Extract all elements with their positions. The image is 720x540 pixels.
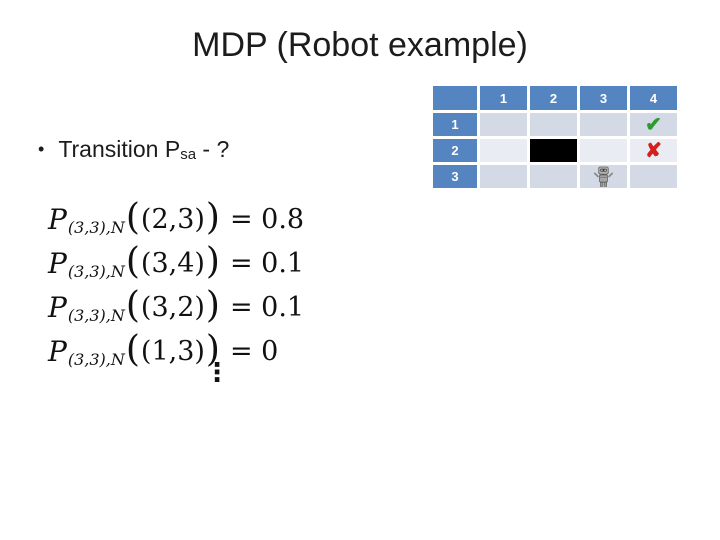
transition-formulas: P(3,3),N((2,3))= 0.8 P(3,3),N((3,4))= 0.… <box>48 197 304 373</box>
formula-lparen: ( <box>125 240 140 282</box>
formula-value: = 0 <box>229 335 279 367</box>
grid-cell-1-4: ✔ <box>630 113 677 136</box>
grid-cell-2-4: ✘ <box>630 139 677 162</box>
grid-col-header-3: 3 <box>580 86 627 110</box>
grid-cell-2-1 <box>480 139 527 162</box>
formula-subscript: (3,3),N <box>67 305 125 325</box>
formula-rparen: ) <box>205 196 220 238</box>
bullet-text: Transition Psa - ? <box>58 136 229 163</box>
formula-subscript: (3,3),N <box>67 217 125 237</box>
grid-corner-cell <box>433 86 477 110</box>
cross-icon: ✘ <box>645 140 662 162</box>
formula-lparen: ( <box>125 328 140 370</box>
grid-row-header-1: 1 <box>433 113 477 136</box>
slide-title: MDP (Robot example) <box>192 26 528 64</box>
formula-rparen: ) <box>205 284 220 326</box>
formula-rparen: ) <box>205 240 220 282</box>
grid-cell-3-3 <box>580 165 627 188</box>
bullet-text-main: Transition P <box>58 136 181 162</box>
formula-line-3: P(3,3),N((3,2)) = 0.1 <box>48 285 304 329</box>
grid-cell-2-3 <box>580 139 627 162</box>
formula-lparen: ( <box>125 284 140 326</box>
formula-arg: (1,3) <box>140 335 205 367</box>
grid-col-header-2: 2 <box>530 86 577 110</box>
grid-row-header-3: 3 <box>433 165 477 188</box>
grid-row-header-2: 2 <box>433 139 477 162</box>
formula-arg: (3,4) <box>140 247 205 279</box>
formula-line-4: P(3,3),N((1,3)) = 0 <box>48 329 304 373</box>
formula-p: P <box>48 246 67 280</box>
formula-value: = 0.1 <box>229 247 305 279</box>
formula-line-1: P(3,3),N((2,3)) = 0.8 <box>48 197 304 241</box>
grid-wall-cell <box>530 139 577 162</box>
bullet-marker: • <box>38 139 45 159</box>
robot-icon <box>594 166 613 187</box>
grid-cell-1-1 <box>480 113 527 136</box>
check-icon: ✔ <box>645 114 662 136</box>
bullet-subscript: sa <box>180 146 197 163</box>
grid-col-header-1: 1 <box>480 86 527 110</box>
formula-value: = 0.8 <box>229 203 305 235</box>
formula-p: P <box>48 334 67 368</box>
bullet-item: • Transition Psa - ? <box>38 136 229 163</box>
grid-cell-1-3 <box>580 113 627 136</box>
formula-p: P <box>48 202 67 236</box>
formula-lparen: ( <box>125 196 140 238</box>
grid-col-header-4: 4 <box>630 86 677 110</box>
vertical-ellipsis: ⋮ <box>204 358 230 388</box>
formula-arg: (2,3) <box>140 203 205 235</box>
grid-cell-3-1 <box>480 165 527 188</box>
formula-rparen: ) <box>205 328 220 370</box>
grid-cell-3-2 <box>530 165 577 188</box>
formula-line-2: P(3,3),N((3,4)) = 0.1 <box>48 241 304 285</box>
grid-cell-1-2 <box>530 113 577 136</box>
grid-world-table: 1 2 3 4 1 ✔ 2 ✘ 3 <box>433 86 677 188</box>
formula-arg: (3,2) <box>140 291 205 323</box>
formula-subscript: (3,3),N <box>67 349 125 369</box>
bullet-text-tail: - ? <box>196 136 230 162</box>
formula-value: = 0.1 <box>229 291 305 323</box>
formula-subscript: (3,3),N <box>67 261 125 281</box>
formula-p: P <box>48 290 67 324</box>
grid-cell-3-4 <box>630 165 677 188</box>
